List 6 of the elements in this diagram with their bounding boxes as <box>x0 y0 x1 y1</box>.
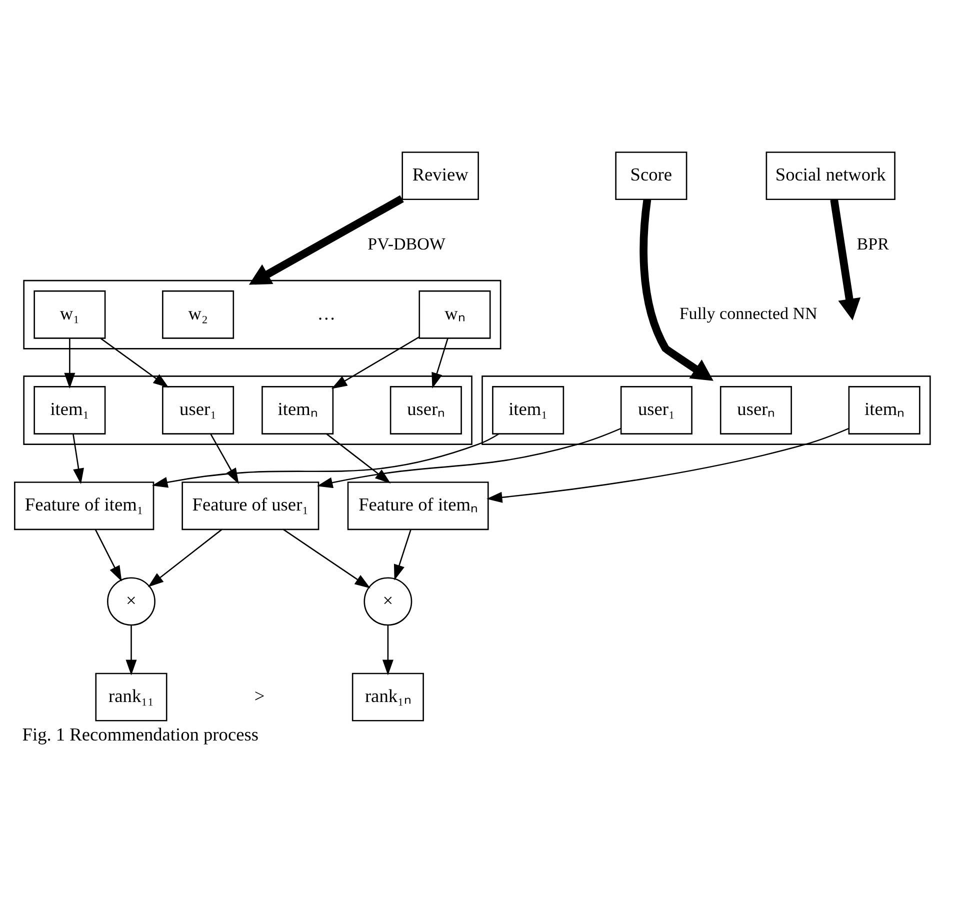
edge-label: BPR <box>856 234 889 254</box>
edge-label: Fully connected NN <box>679 304 818 323</box>
edge-label: PV-DBOW <box>368 234 446 254</box>
caption: Fig. 1 Recommendation process <box>22 724 259 744</box>
label: … <box>317 302 336 323</box>
label: > <box>254 685 265 706</box>
